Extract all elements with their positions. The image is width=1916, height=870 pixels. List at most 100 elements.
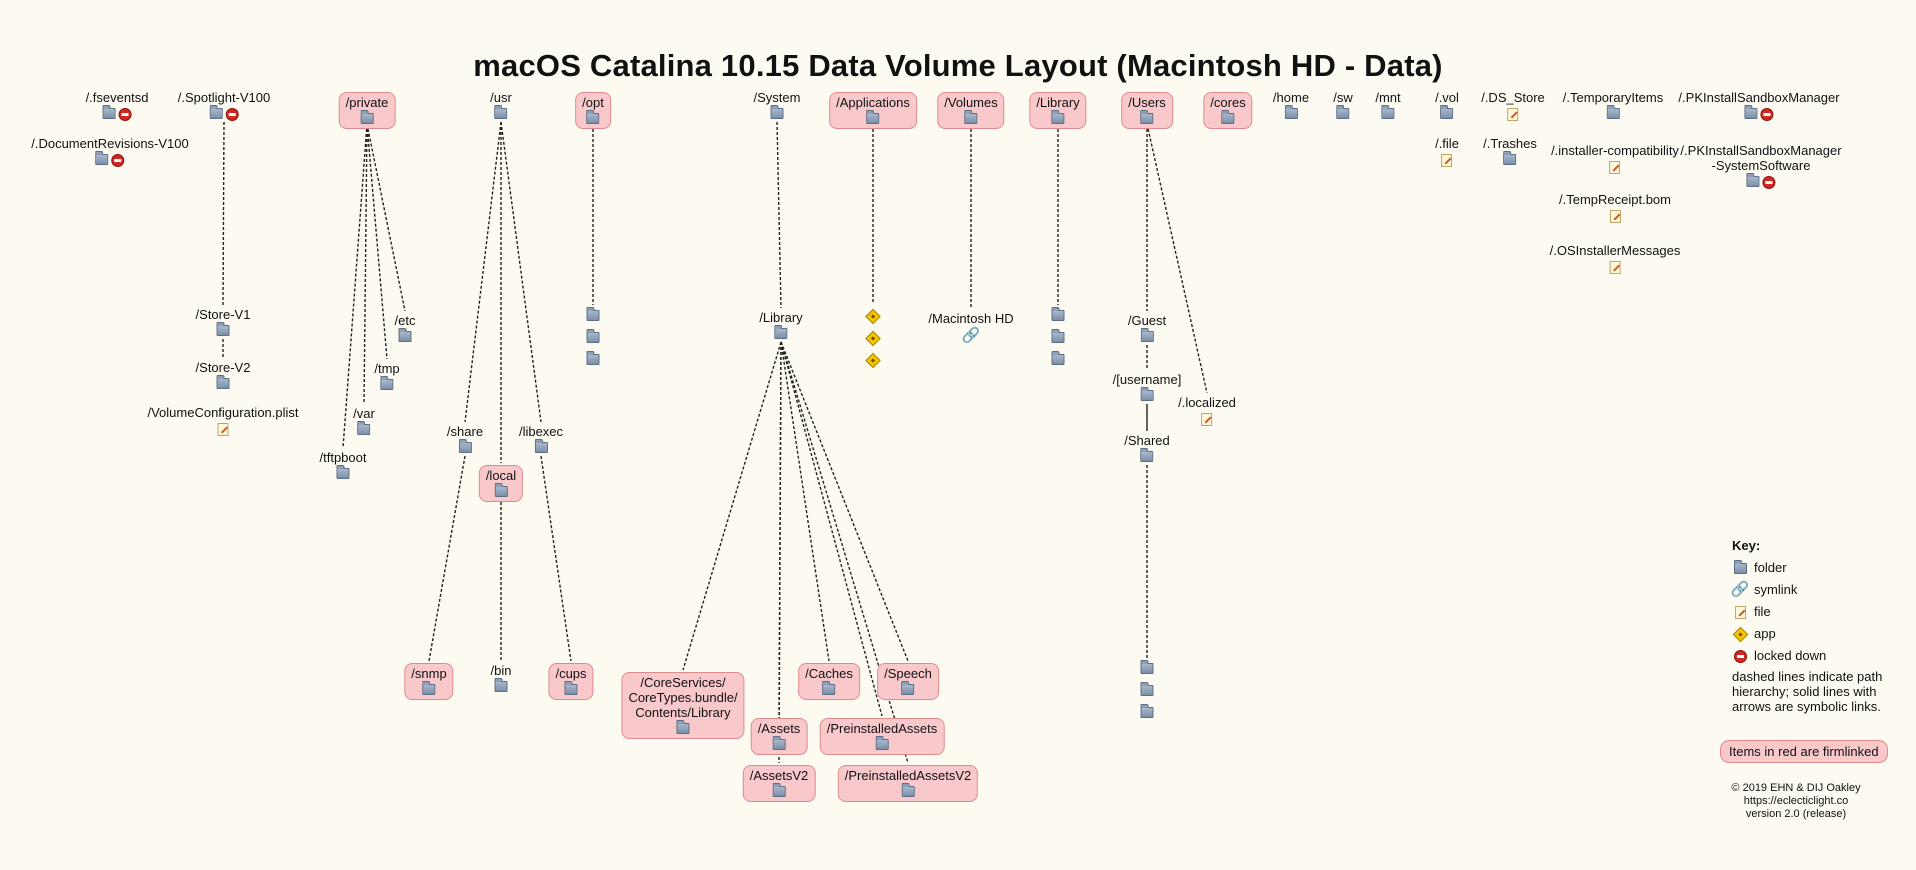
node-label: /Library	[1036, 95, 1080, 110]
folder-icon	[1733, 559, 1747, 574]
node-label: /System	[753, 90, 801, 105]
node-label: /.installer-compatibility	[1551, 143, 1679, 158]
node-icons	[102, 105, 132, 121]
folder-icon	[1284, 105, 1298, 119]
folder-icon	[494, 483, 508, 497]
node-osinstallermessages: /.OSInstallerMessages	[1549, 243, 1681, 274]
node-app3	[865, 350, 881, 369]
symlink-icon: 🔗	[1730, 581, 1750, 598]
node-label: /.DocumentRevisions-V100	[31, 136, 189, 151]
node-icons	[1507, 108, 1519, 121]
node-icons	[1140, 682, 1154, 696]
node-etc: /etc	[394, 313, 416, 342]
legend-label-symlink: symlink	[1754, 582, 1798, 597]
node-library: /Library	[759, 310, 803, 339]
node-users: /Users	[1121, 92, 1173, 129]
folder-icon	[586, 351, 600, 365]
node-private: /private	[338, 92, 396, 129]
folder-icon	[1051, 329, 1065, 343]
node-icons	[458, 439, 472, 453]
node-icons	[1336, 105, 1350, 119]
node-label: /Store-V2	[195, 360, 251, 375]
node-opt2	[586, 329, 600, 343]
node-vol: /.vol	[1435, 90, 1459, 119]
node-label: /home	[1272, 90, 1310, 105]
node-speech: /Speech	[877, 663, 939, 700]
node-icons	[865, 308, 881, 325]
app-icon	[865, 352, 881, 369]
edge-syslibrary-to-caches	[780, 341, 830, 662]
node-icons	[357, 421, 371, 435]
folder-icon	[772, 783, 786, 797]
node-coreservices-coretypes-bundle-contents-library: /CoreServices/ CoreTypes.bundle/ Content…	[621, 672, 745, 739]
file-icon	[1441, 154, 1453, 167]
folder-icon	[357, 421, 371, 435]
folder-icon	[209, 105, 223, 119]
node-icons	[770, 105, 784, 119]
folder-icon	[822, 681, 836, 695]
node-icons	[1606, 105, 1620, 119]
node-label: /cores	[1210, 95, 1246, 110]
folder-icon	[1744, 105, 1758, 119]
folder-icon	[875, 736, 889, 750]
folder-icon	[1336, 105, 1350, 119]
node-label: /.OSInstallerMessages	[1549, 243, 1681, 258]
node-icons	[380, 376, 394, 390]
node-usr: /usr	[490, 90, 512, 119]
node-label: /.Spotlight-V100	[177, 90, 271, 105]
locked-icon	[118, 108, 132, 121]
legend-label-app: app	[1754, 626, 1776, 641]
folder-icon	[494, 105, 508, 119]
node-icons	[1051, 351, 1065, 365]
node-label: /.PKInstallSandboxManager -SystemSoftwar…	[1680, 143, 1842, 173]
node-local: /local	[478, 465, 524, 502]
node-sw: /sw	[1333, 90, 1353, 119]
node-lib2	[1051, 329, 1065, 343]
node-localized: /.localized	[1178, 395, 1236, 426]
folder-icon	[866, 110, 880, 124]
node-app1	[865, 306, 881, 325]
edge-users-to-localized	[1146, 123, 1208, 394]
node-label: /etc	[394, 313, 416, 328]
folder-icon	[564, 681, 578, 695]
node-cores: /cores	[1203, 92, 1253, 129]
node-label: /Speech	[884, 666, 932, 681]
node-icons	[422, 681, 436, 695]
node-label: /PreinstalledAssets	[826, 721, 938, 736]
folder-icon	[901, 783, 915, 797]
node-icons	[209, 105, 239, 121]
node-sh1	[1140, 660, 1154, 674]
node-label: /snmp	[411, 666, 447, 681]
folder-icon	[216, 322, 230, 336]
node-library: /Library	[1029, 92, 1087, 129]
node-icons	[494, 483, 508, 497]
file-icon	[1734, 605, 1746, 619]
node-icons	[772, 783, 786, 797]
node-label: /local	[485, 468, 517, 483]
node-label: /sw	[1333, 90, 1353, 105]
node-pkinstallsandboxmanager-systemsoftware: /.PKInstallSandboxManager -SystemSoftwar…	[1680, 143, 1842, 189]
node-trashes: /.Trashes	[1483, 136, 1537, 165]
node-icons	[1284, 105, 1298, 119]
folder-icon	[360, 110, 374, 124]
node-icons	[494, 105, 508, 119]
folder-icon	[586, 329, 600, 343]
node-file: /.file	[1435, 136, 1459, 167]
node-label: /CoreServices/ CoreTypes.bundle/ Content…	[628, 675, 738, 720]
legend-item-file: file	[1732, 601, 1892, 623]
node-label: /.DS_Store	[1481, 90, 1545, 105]
node-label: /Macintosh HD	[928, 311, 1014, 326]
edge-syslibrary-to-speech	[780, 341, 909, 662]
folder-icon	[774, 325, 788, 339]
folder-icon	[1140, 682, 1154, 696]
node-icons	[564, 681, 578, 695]
node-label: /PreinstalledAssetsV2	[844, 768, 972, 783]
node-label: /.localized	[1178, 395, 1236, 410]
node-icons	[1140, 328, 1154, 342]
node-cups: /cups	[548, 663, 594, 700]
file-icon	[1201, 413, 1213, 426]
edge-spotlight-to-store_v1	[222, 121, 225, 306]
node-label: /Guest	[1127, 313, 1167, 328]
node-icons	[774, 325, 788, 339]
